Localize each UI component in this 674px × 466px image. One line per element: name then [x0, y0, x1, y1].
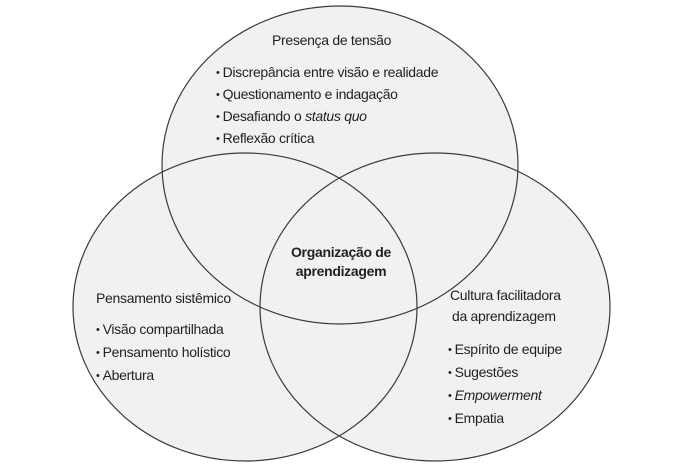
- circle-cultura-facilitadora: [259, 152, 611, 462]
- circle-pensamento-sistemico: [72, 152, 418, 462]
- list-item: Desafiando o status quo: [216, 106, 438, 128]
- list-item: Empatia: [448, 408, 562, 431]
- list-item: Empowerment: [448, 385, 562, 408]
- list-item: Sugestões: [448, 362, 562, 385]
- circle-presenca-de-tensao: [161, 5, 519, 325]
- center-label: Organização de aprendizagem: [290, 244, 392, 279]
- left-circle-title: Pensamento sistêmico: [96, 290, 231, 306]
- right-circle-title: Cultura facilitadora da aprendizagem: [450, 287, 561, 324]
- top-circle-title: Presença de tensão: [272, 32, 392, 48]
- left-circle-list: Visão compartilhada Pensamento holístico…: [96, 319, 231, 388]
- list-item: Espírito de equipe: [448, 339, 563, 362]
- top-circle-list: Discrepância entre visão e realidade Que…: [216, 62, 439, 150]
- right-circle-list: Espírito de equipe Sugestões Empowerment…: [448, 339, 563, 431]
- list-item: Pensamento holístico: [96, 342, 231, 365]
- list-item: Reflexão crítica: [216, 128, 438, 150]
- list-item: Discrepância entre visão e realidade: [216, 62, 439, 84]
- list-item: Questionamento e indagação: [216, 84, 438, 106]
- list-item: Visão compartilhada: [96, 319, 230, 342]
- list-item: Abertura: [96, 365, 230, 388]
